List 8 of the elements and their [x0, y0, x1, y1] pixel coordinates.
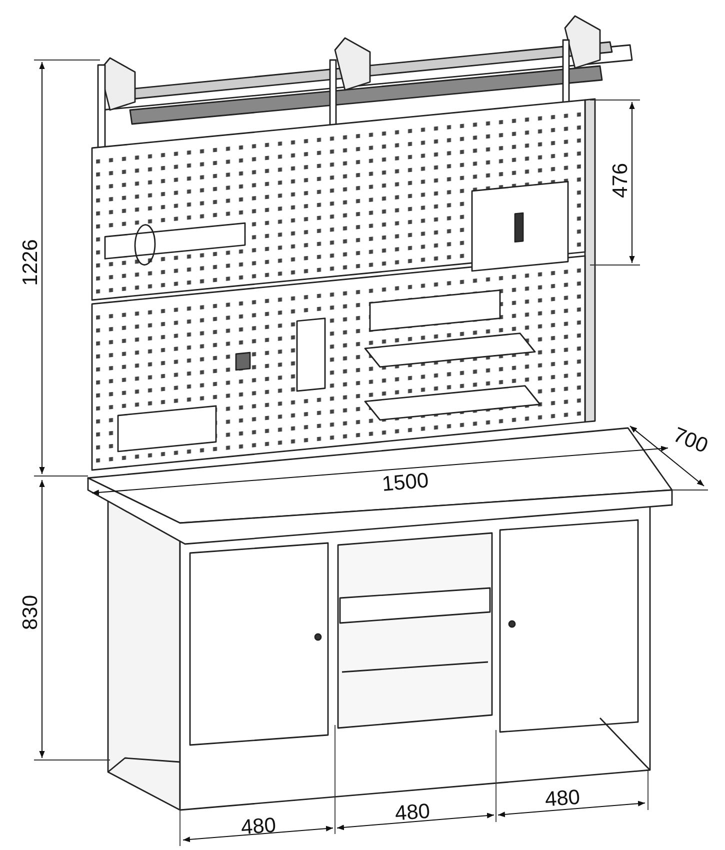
dimension-label: 1226: [19, 238, 40, 286]
dimension-label: 830: [20, 594, 41, 630]
dimension-label: 700: [670, 424, 710, 456]
dimension-label: 1500: [380, 470, 430, 494]
dimension-label: 480: [394, 800, 430, 824]
dimension-label: 476: [610, 162, 631, 198]
dimension-label: 480: [240, 814, 276, 838]
dimension-label: 480: [544, 786, 580, 810]
